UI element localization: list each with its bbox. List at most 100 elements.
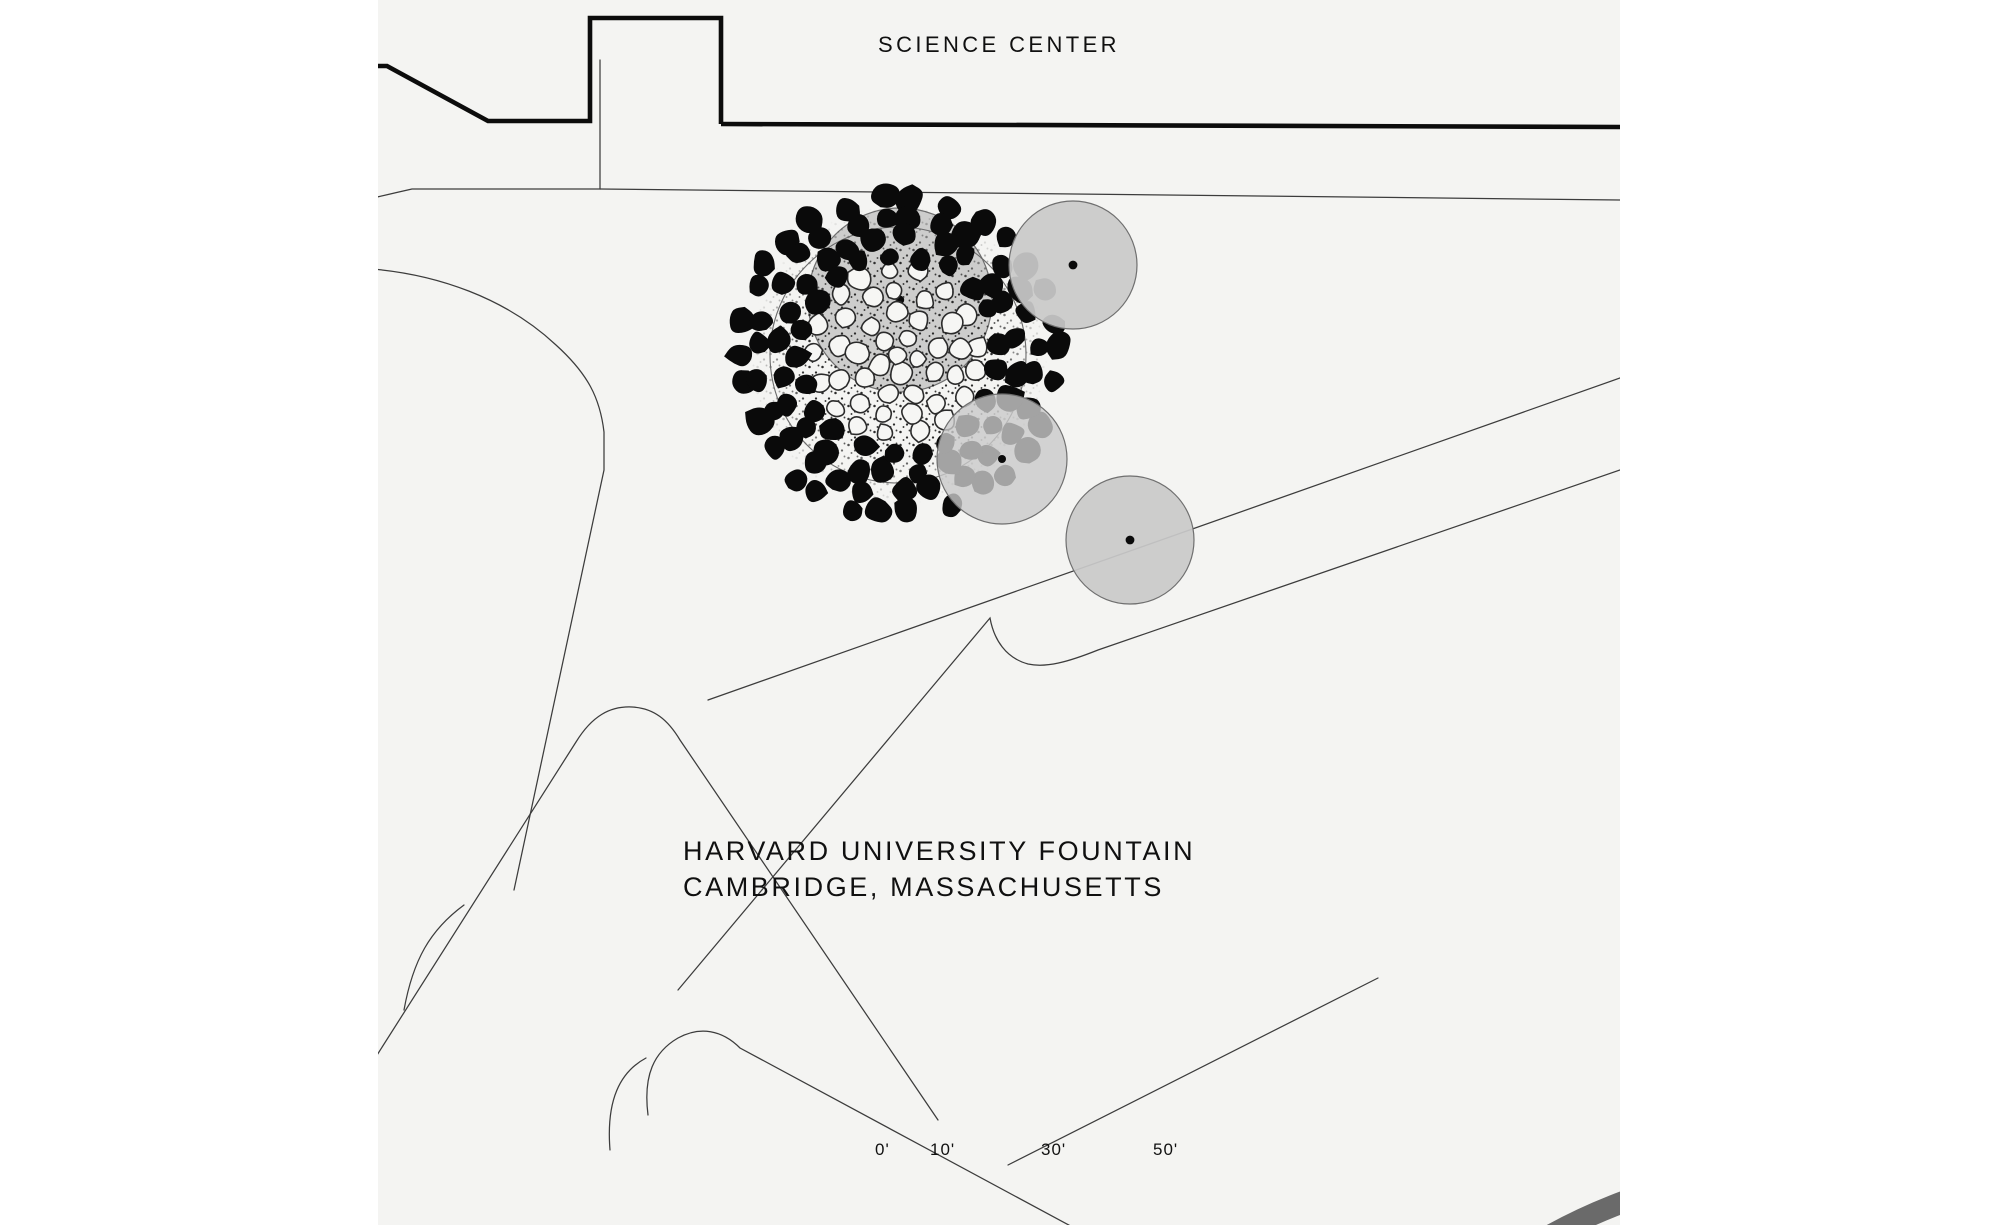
path-lawn-inner [403, 904, 465, 1011]
fountain-boulder [892, 476, 918, 502]
fountain-boulder [776, 393, 798, 417]
fountain-boulder [785, 345, 813, 368]
fountain-boulder [847, 459, 871, 484]
fountain-boulder [876, 208, 898, 228]
fountain-boulder [894, 496, 917, 523]
scale-tick-0: 0' [875, 1140, 890, 1159]
fountain-boulder [848, 250, 868, 272]
plan-linework [378, 15, 1620, 1225]
fountain-boulder [816, 247, 841, 272]
fountain-inner-stone [915, 289, 935, 310]
fountain-boulder [960, 276, 985, 301]
road-curb-north [599, 188, 1620, 201]
fountain-boulder [938, 255, 958, 277]
fountain-boulder [771, 271, 796, 295]
path-se-walk-c [1007, 977, 1379, 1166]
fountain-boulder [1030, 338, 1050, 357]
fountain-boulder [729, 306, 756, 334]
fountain-boulder [978, 273, 1004, 299]
drawing-sheet: SCIENCE CENTER HARVARD UNIVERSITY FOUNTA… [378, 0, 1620, 1225]
fountain-boulder [910, 247, 931, 271]
fountain-inner-stone [927, 337, 949, 359]
fountain-boulder [871, 183, 900, 208]
fountain-boulder [1004, 360, 1029, 388]
fountain-boulder [991, 290, 1014, 314]
tree-canopy-2 [936, 393, 1068, 525]
tree-canopy-1 [1008, 200, 1138, 330]
path-se-walk-b [608, 1057, 647, 1151]
fountain-boulder [912, 443, 934, 466]
fountain-boulder [879, 248, 899, 266]
fountain-inner-stone [940, 311, 964, 335]
scale-tick-30: 30' [1041, 1140, 1067, 1159]
fountain-boulder [724, 344, 753, 367]
fountain-inner-stone [880, 260, 899, 280]
fountain-boulder [773, 366, 795, 389]
fountain-boulder [748, 311, 774, 331]
fountain-boulder [779, 301, 802, 324]
fountain-boulder [825, 469, 851, 492]
fountain-boulder [852, 480, 874, 504]
tree-canopy-3 [1065, 475, 1195, 605]
fountain-boulder [884, 443, 905, 463]
fountain-inner-stone [948, 337, 973, 360]
fountain-boulder [764, 435, 786, 460]
fountain-inner-stone [925, 361, 945, 383]
fountain-boulder [864, 497, 893, 523]
fountain-boulder [749, 331, 771, 354]
fountain-boulder [796, 273, 818, 295]
fountain-inner-stone [909, 349, 928, 368]
fountain-boulder [767, 325, 791, 354]
fountain-boulder [956, 245, 975, 266]
project-title: HARVARD UNIVERSITY FOUNTAIN [683, 836, 1196, 866]
fountain-inner-stone [889, 361, 914, 386]
path-west-walk [378, 268, 605, 891]
fountain-inner-stone [903, 384, 925, 405]
fountain-boulder [895, 184, 923, 215]
fountain-boulder [753, 250, 775, 277]
fountain-inner-stone [876, 423, 894, 441]
fountain-inner-stone [935, 281, 954, 301]
fountain-boulder [794, 374, 818, 395]
fountain-boulder [808, 227, 832, 249]
scale-tick-10: 10' [930, 1140, 956, 1159]
project-location: CAMBRIDGE, MASSACHUSETTS [683, 872, 1164, 902]
fountain-boulder [983, 359, 1008, 381]
fountain-inner-stone [807, 311, 829, 336]
fountain-inner-stone [908, 310, 929, 332]
building-outline-science-center [378, 15, 1620, 130]
fountain-boulder [795, 206, 823, 234]
tree-trunk-dot [998, 455, 1006, 463]
fountain-inner-stone [834, 307, 857, 329]
fountain-boulder [779, 426, 804, 452]
fountain-boulder [790, 319, 813, 341]
fountain-boulder [842, 500, 863, 522]
fountain-inner-stones [804, 260, 988, 444]
fountain-inner-stone [925, 393, 946, 415]
fountain-boulder [812, 439, 839, 466]
tree-trunk-dot [1068, 260, 1078, 270]
fountain-boulder [853, 435, 881, 457]
fountain-boulder [803, 400, 826, 423]
fountain-inner-stone [885, 300, 909, 323]
fountain-boulder [746, 369, 767, 393]
fountain-inner-stone [887, 346, 908, 366]
fountain-boulder [934, 232, 960, 257]
fountain-inner-stone [861, 286, 884, 308]
fountain-inner-stone [844, 341, 871, 365]
fountain-inner-stone [885, 281, 903, 300]
fountain-boulder [749, 274, 769, 297]
fountain-boulder [786, 242, 811, 263]
path-south-walk [677, 469, 1620, 991]
fountain-boulder [1045, 331, 1071, 360]
fountain-boulder [805, 480, 829, 503]
fountain-inner-stone [875, 331, 895, 352]
fountain-inner-stone [828, 368, 851, 391]
fountain-inner-stone [964, 359, 987, 381]
fountain-inner-stone [825, 400, 846, 418]
path-se-walk-a [646, 1030, 1071, 1225]
path-lawn-triangle [378, 706, 939, 1121]
fountain-boulder [824, 266, 848, 288]
tree-canopies-east [936, 200, 1195, 605]
